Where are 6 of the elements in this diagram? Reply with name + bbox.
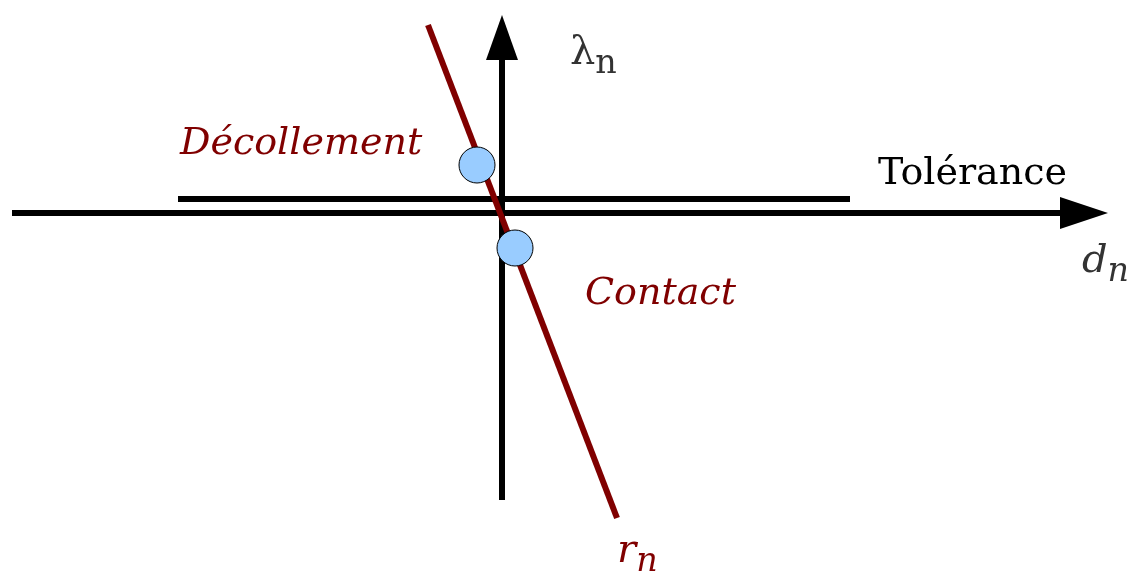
line-label: r$_{n}$ (617, 528, 658, 576)
line-label: Tolérance (878, 152, 1067, 190)
axis-label: λ$_{n}$ (570, 30, 617, 79)
region-label: Contact (585, 272, 736, 310)
region-label: Décollement (180, 122, 423, 160)
axis-label: d$_{n}$ (1082, 238, 1130, 287)
